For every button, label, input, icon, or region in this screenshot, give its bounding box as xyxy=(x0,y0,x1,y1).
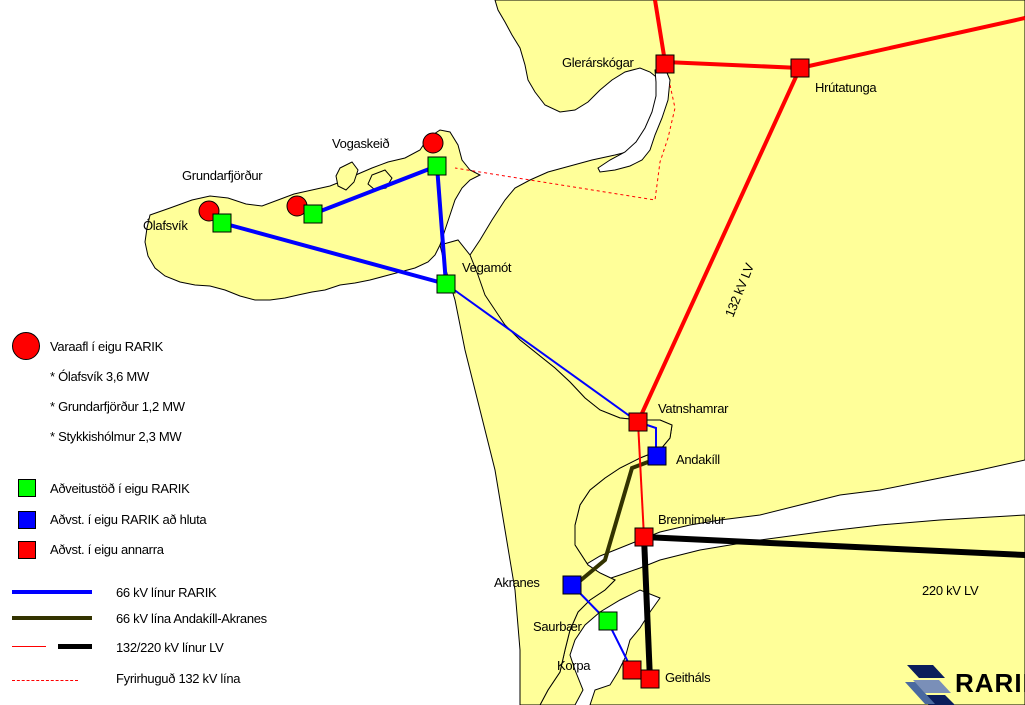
legend-132-220kv: 132/220 kV línur LV xyxy=(116,636,224,658)
lines-132kv-thin xyxy=(637,421,645,538)
lines-220kv xyxy=(641,534,1025,681)
legend-station-own-icon xyxy=(18,479,36,497)
legend-station-partial-icon xyxy=(18,511,36,529)
legend-66kv-andakill-text: 66 kV lína Andakíll-Akranes xyxy=(116,610,267,626)
label-brennimelur: Brennimelur xyxy=(658,512,726,527)
island-1 xyxy=(335,161,359,191)
legend-station-own-text: Aðveitustöð í eigu RARIK xyxy=(50,480,190,496)
station-glerarskogar xyxy=(655,54,675,74)
station-grundarfjordur xyxy=(303,204,323,224)
map-legend: Varaafl í eigu RARIK * Ólafsvík 3,6 MW *… xyxy=(0,325,330,700)
legend-132-220kv-text: 132/220 kV línur LV xyxy=(116,639,224,655)
backup-vogaskeid xyxy=(422,132,444,154)
label-glerarskogar: Glerárskógar xyxy=(562,55,635,70)
station-akranes xyxy=(562,575,582,595)
line-olafsvik-vegamot xyxy=(220,221,448,286)
land-masses xyxy=(144,0,1025,705)
legend-66kv-andakill: 66 kV lína Andakíll-Akranes xyxy=(116,607,267,629)
legend-station-own: Aðveitustöð í eigu RARIK xyxy=(50,477,190,499)
rarik-logo-icon xyxy=(905,665,955,705)
legend-backup-icon xyxy=(12,332,40,360)
label-saurbaer: Saurbær xyxy=(533,619,582,634)
label-andakill: Andakíll xyxy=(676,452,720,467)
legend-backup-grundarfjordur: * Grundarfjörður 1,2 MW xyxy=(50,395,185,417)
label-geithals: Geitháls xyxy=(665,670,711,685)
line-vatnshamrar-brennimelur xyxy=(637,421,645,538)
planned-line-132kv xyxy=(454,84,676,201)
line-grundarfjordur-vogaskeid xyxy=(311,164,439,216)
legend-planned-line xyxy=(12,680,78,681)
station-geithals xyxy=(640,669,660,689)
legend-station-partial: Aðvst. í eigu RARIK að hluta xyxy=(50,508,207,530)
legend-backup-grundarfjordur-text: * Grundarfjörður 1,2 MW xyxy=(50,398,185,414)
rarik-logo: RARIK xyxy=(905,660,1025,705)
station-vatnshamrar xyxy=(628,412,648,432)
line-glerarskogar-hrutatunga xyxy=(664,60,801,70)
station-brennimelur xyxy=(634,527,654,547)
legend-backup-stykkisholmur: * Stykkishólmur 2,3 MW xyxy=(50,425,182,447)
stations xyxy=(212,54,810,689)
station-hrutatunga xyxy=(790,58,810,78)
label-grundarfjordur: Grundarfjörður xyxy=(182,168,263,183)
legend-backup-power: Varaafl í eigu RARIK xyxy=(50,335,163,357)
legend-planned-text: Fyrirhuguð 132 kV lína xyxy=(116,670,241,686)
line-glerarskogar-north xyxy=(653,0,667,63)
legend-backup-power-text: Varaafl í eigu RARIK xyxy=(50,338,163,354)
line-hrutatunga-east xyxy=(799,16,1025,70)
legend-66kv-rarik-text: 66 kV línur RARIK xyxy=(116,584,217,600)
legend-132kv-line xyxy=(12,646,46,647)
legend-66kv-rarik: 66 kV línur RARIK xyxy=(116,581,217,603)
legend-planned: Fyrirhuguð 132 kV lína xyxy=(116,667,241,689)
station-saurbaer xyxy=(598,611,618,631)
inlet-glerarskogar xyxy=(597,67,671,173)
line-vogaskeid-vegamot xyxy=(435,164,448,286)
label-olafsvik: Ólafsvík xyxy=(143,218,188,233)
rarik-logo-text: RARIK xyxy=(955,668,1025,698)
legend-station-other-text: Aðvst. í eigu annarra xyxy=(50,541,164,557)
label-akranes: Akranes xyxy=(494,575,540,590)
label-vegamot: Vegamót xyxy=(462,260,512,275)
label-vatnshamrar: Vatnshamrar xyxy=(658,401,729,416)
legend-220kv-line xyxy=(58,644,92,649)
line-brennimelur-geithals xyxy=(641,536,653,681)
label-korpa: Korpa xyxy=(557,658,591,673)
lines-132kv xyxy=(636,0,1025,423)
legend-station-other-icon xyxy=(18,541,36,559)
station-andakill xyxy=(647,446,667,466)
station-olafsvik xyxy=(212,213,232,233)
legend-station-partial-text: Aðvst. í eigu RARIK að hluta xyxy=(50,511,207,527)
station-vogaskeid xyxy=(427,156,447,176)
place-labels: Glerárskógar Hrútatunga Vogaskeið Grunda… xyxy=(143,55,979,685)
line-brennimelur-east xyxy=(643,534,1025,558)
station-vegamot xyxy=(436,274,456,294)
land-west-interior xyxy=(439,239,673,705)
lines-66kv-rarik xyxy=(220,164,448,286)
station-korpa xyxy=(622,660,642,680)
legend-66kv-rarik-line xyxy=(12,590,92,594)
legend-backup-olafsvik-text: * Ólafsvík 3,6 MW xyxy=(50,368,149,384)
legend-66kv-andakill-line xyxy=(12,616,92,620)
legend-backup-stykkisholmur-text: * Stykkishólmur 2,3 MW xyxy=(50,428,182,444)
legend-backup-olafsvik: * Ólafsvík 3,6 MW xyxy=(50,365,149,387)
label-220kv-lv: 220 kV LV xyxy=(922,583,979,598)
line-hrutatunga-vatnshamrar xyxy=(636,67,802,423)
label-vogaskeid: Vogaskeið xyxy=(332,136,389,151)
label-hrutatunga: Hrútatunga xyxy=(815,80,877,95)
legend-station-other: Aðvst. í eigu annarra xyxy=(50,538,164,560)
line-vegamot-vatnshamrar xyxy=(445,283,639,423)
